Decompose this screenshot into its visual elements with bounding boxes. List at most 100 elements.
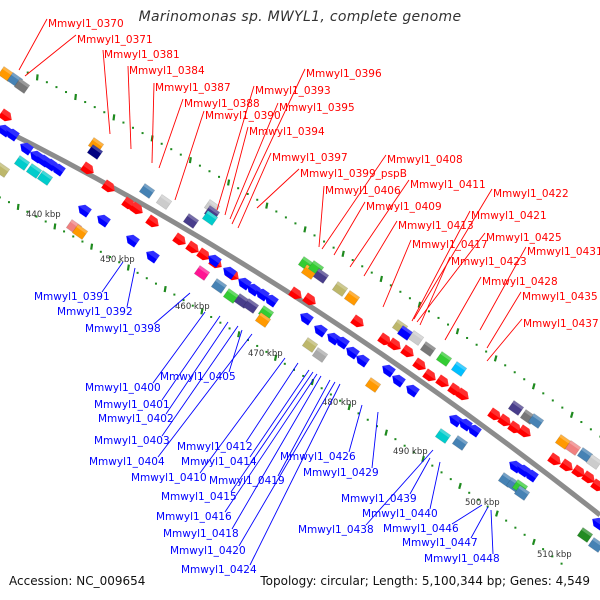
gene-feature[interactable] bbox=[182, 213, 200, 229]
gene-feature[interactable] bbox=[343, 290, 361, 306]
forward-gene-arrow[interactable] bbox=[0, 108, 15, 124]
reverse-gene-label[interactable]: Mmwyl1_0440 bbox=[362, 508, 438, 520]
forward-gene-arrow[interactable] bbox=[129, 201, 145, 217]
forward-gene-arrow[interactable] bbox=[447, 382, 463, 398]
reverse-gene-label[interactable]: Mmwyl1_0426 bbox=[280, 451, 356, 463]
forward-gene-arrow[interactable] bbox=[581, 470, 597, 486]
reverse-gene-arrow[interactable] bbox=[465, 422, 482, 438]
forward-gene-label[interactable]: Mmwyl1_0421 bbox=[471, 210, 547, 222]
gene-feature[interactable] bbox=[434, 428, 452, 444]
reverse-gene-arrow[interactable] bbox=[522, 467, 539, 483]
forward-gene-label[interactable]: Mmwyl1_0396 bbox=[306, 68, 382, 80]
forward-gene-arrow[interactable] bbox=[547, 452, 563, 468]
reverse-gene-arrow[interactable] bbox=[379, 362, 396, 378]
forward-gene-label[interactable]: Mmwyl1_0397 bbox=[272, 152, 348, 164]
reverse-gene-label[interactable]: Mmwyl1_0405 bbox=[160, 371, 236, 383]
reverse-gene-label[interactable]: Mmwyl1_0420 bbox=[170, 545, 246, 557]
forward-gene-arrow[interactable] bbox=[196, 247, 212, 263]
forward-gene-label[interactable]: Mmwyl1_0425 bbox=[486, 232, 562, 244]
forward-gene-label[interactable]: Mmwyl1_0411 bbox=[410, 179, 486, 191]
gene-feature[interactable] bbox=[71, 224, 89, 240]
forward-gene-arrow[interactable] bbox=[435, 374, 451, 390]
reverse-gene-label[interactable]: Mmwyl1_0414 bbox=[181, 456, 257, 468]
reverse-gene-arrow[interactable] bbox=[205, 252, 222, 268]
reverse-gene-arrow[interactable] bbox=[262, 292, 279, 308]
gene-feature[interactable] bbox=[450, 361, 468, 377]
forward-gene-label[interactable]: Mmwyl1_0381 bbox=[104, 49, 180, 61]
reverse-gene-arrow[interactable] bbox=[389, 372, 406, 388]
forward-gene-label[interactable]: Mmwyl1_0431 bbox=[527, 246, 600, 258]
forward-gene-label[interactable]: Mmwyl1_0413 bbox=[398, 220, 474, 232]
forward-gene-arrow[interactable] bbox=[350, 314, 366, 330]
forward-gene-label[interactable]: Mmwyl1_0409 bbox=[366, 201, 442, 213]
reverse-gene-arrow[interactable] bbox=[123, 232, 140, 248]
forward-gene-arrow[interactable] bbox=[302, 292, 318, 308]
gene-feature[interactable] bbox=[451, 435, 469, 451]
reverse-gene-label[interactable]: Mmwyl1_0391 bbox=[34, 291, 110, 303]
reverse-gene-arrow[interactable] bbox=[311, 322, 328, 338]
forward-gene-label[interactable]: Mmwyl1_0417 bbox=[412, 239, 488, 251]
gene-feature[interactable] bbox=[193, 265, 211, 281]
reverse-gene-label[interactable]: Mmwyl1_0403 bbox=[94, 435, 170, 447]
forward-gene-arrow[interactable] bbox=[507, 420, 523, 436]
forward-gene-label[interactable]: Mmwyl1_0437 bbox=[523, 318, 599, 330]
reverse-gene-label[interactable]: Mmwyl1_0419 bbox=[209, 475, 285, 487]
gene-feature[interactable] bbox=[86, 144, 104, 160]
forward-gene-label[interactable]: Mmwyl1_0406 bbox=[325, 185, 401, 197]
gene-feature[interactable] bbox=[13, 155, 31, 171]
gene-feature[interactable] bbox=[301, 337, 319, 353]
reverse-gene-arrow[interactable] bbox=[75, 202, 92, 218]
forward-gene-arrow[interactable] bbox=[185, 240, 201, 256]
forward-gene-arrow[interactable] bbox=[455, 387, 471, 403]
reverse-gene-arrow[interactable] bbox=[17, 140, 34, 156]
gene-feature[interactable] bbox=[331, 281, 349, 297]
reverse-gene-arrow[interactable] bbox=[220, 264, 237, 280]
reverse-gene-arrow[interactable] bbox=[3, 126, 20, 142]
reverse-gene-label[interactable]: Mmwyl1_0404 bbox=[89, 456, 165, 468]
forward-gene-arrow[interactable] bbox=[145, 214, 161, 230]
reverse-gene-arrow[interactable] bbox=[94, 212, 111, 228]
gene-feature[interactable] bbox=[576, 527, 594, 543]
reverse-gene-arrow[interactable] bbox=[49, 161, 66, 177]
reverse-gene-label[interactable]: Mmwyl1_0401 bbox=[94, 399, 170, 411]
gene-feature[interactable] bbox=[419, 341, 437, 357]
reverse-gene-arrow[interactable] bbox=[589, 515, 600, 531]
gene-feature[interactable] bbox=[585, 454, 600, 470]
gene-feature[interactable] bbox=[242, 298, 260, 314]
gene-feature[interactable] bbox=[364, 377, 382, 393]
gene-feature[interactable] bbox=[311, 347, 329, 363]
reverse-gene-label[interactable]: Mmwyl1_0400 bbox=[85, 382, 161, 394]
reverse-gene-arrow[interactable] bbox=[403, 382, 420, 398]
forward-gene-arrow[interactable] bbox=[497, 413, 513, 429]
forward-gene-arrow[interactable] bbox=[559, 458, 575, 474]
reverse-gene-arrow[interactable] bbox=[456, 416, 473, 432]
forward-gene-label[interactable]: Mmwyl1_0423 bbox=[451, 256, 527, 268]
gene-feature[interactable] bbox=[527, 413, 545, 429]
forward-gene-label[interactable]: Mmwyl1_0390 bbox=[205, 110, 281, 122]
reverse-gene-label[interactable]: Mmwyl1_0416 bbox=[156, 511, 232, 523]
forward-gene-label[interactable]: Mmwyl1_0370 bbox=[48, 18, 124, 30]
reverse-gene-arrow[interactable] bbox=[253, 286, 270, 302]
reverse-gene-label[interactable]: Mmwyl1_0438 bbox=[298, 524, 374, 536]
gene-feature[interactable] bbox=[587, 537, 600, 553]
forward-gene-label[interactable]: Mmwyl1_0428 bbox=[482, 276, 558, 288]
forward-gene-arrow[interactable] bbox=[487, 407, 503, 423]
gene-feature[interactable] bbox=[0, 162, 11, 178]
gene-feature[interactable] bbox=[576, 447, 594, 463]
forward-gene-label[interactable]: Mmwyl1_0395 bbox=[279, 102, 355, 114]
gene-feature[interactable] bbox=[25, 163, 43, 179]
reverse-gene-arrow[interactable] bbox=[297, 310, 314, 326]
forward-gene-arrow[interactable] bbox=[121, 196, 137, 212]
reverse-gene-label[interactable]: Mmwyl1_0412 bbox=[177, 441, 253, 453]
reverse-gene-label[interactable]: Mmwyl1_0418 bbox=[163, 528, 239, 540]
reverse-gene-arrow[interactable] bbox=[333, 334, 350, 350]
reverse-gene-label[interactable]: Mmwyl1_0429 bbox=[303, 467, 379, 479]
reverse-gene-label[interactable]: Mmwyl1_0410 bbox=[131, 472, 207, 484]
gene-feature[interactable] bbox=[407, 330, 425, 346]
forward-gene-label[interactable]: Mmwyl1_0388 bbox=[184, 98, 260, 110]
forward-gene-label[interactable]: Mmwyl1_0422 bbox=[493, 188, 569, 200]
reverse-gene-arrow[interactable] bbox=[143, 248, 160, 264]
gene-feature[interactable] bbox=[201, 210, 219, 226]
forward-gene-label[interactable]: Mmwyl1_0384 bbox=[129, 65, 205, 77]
reverse-gene-label[interactable]: Mmwyl1_0439 bbox=[341, 493, 417, 505]
